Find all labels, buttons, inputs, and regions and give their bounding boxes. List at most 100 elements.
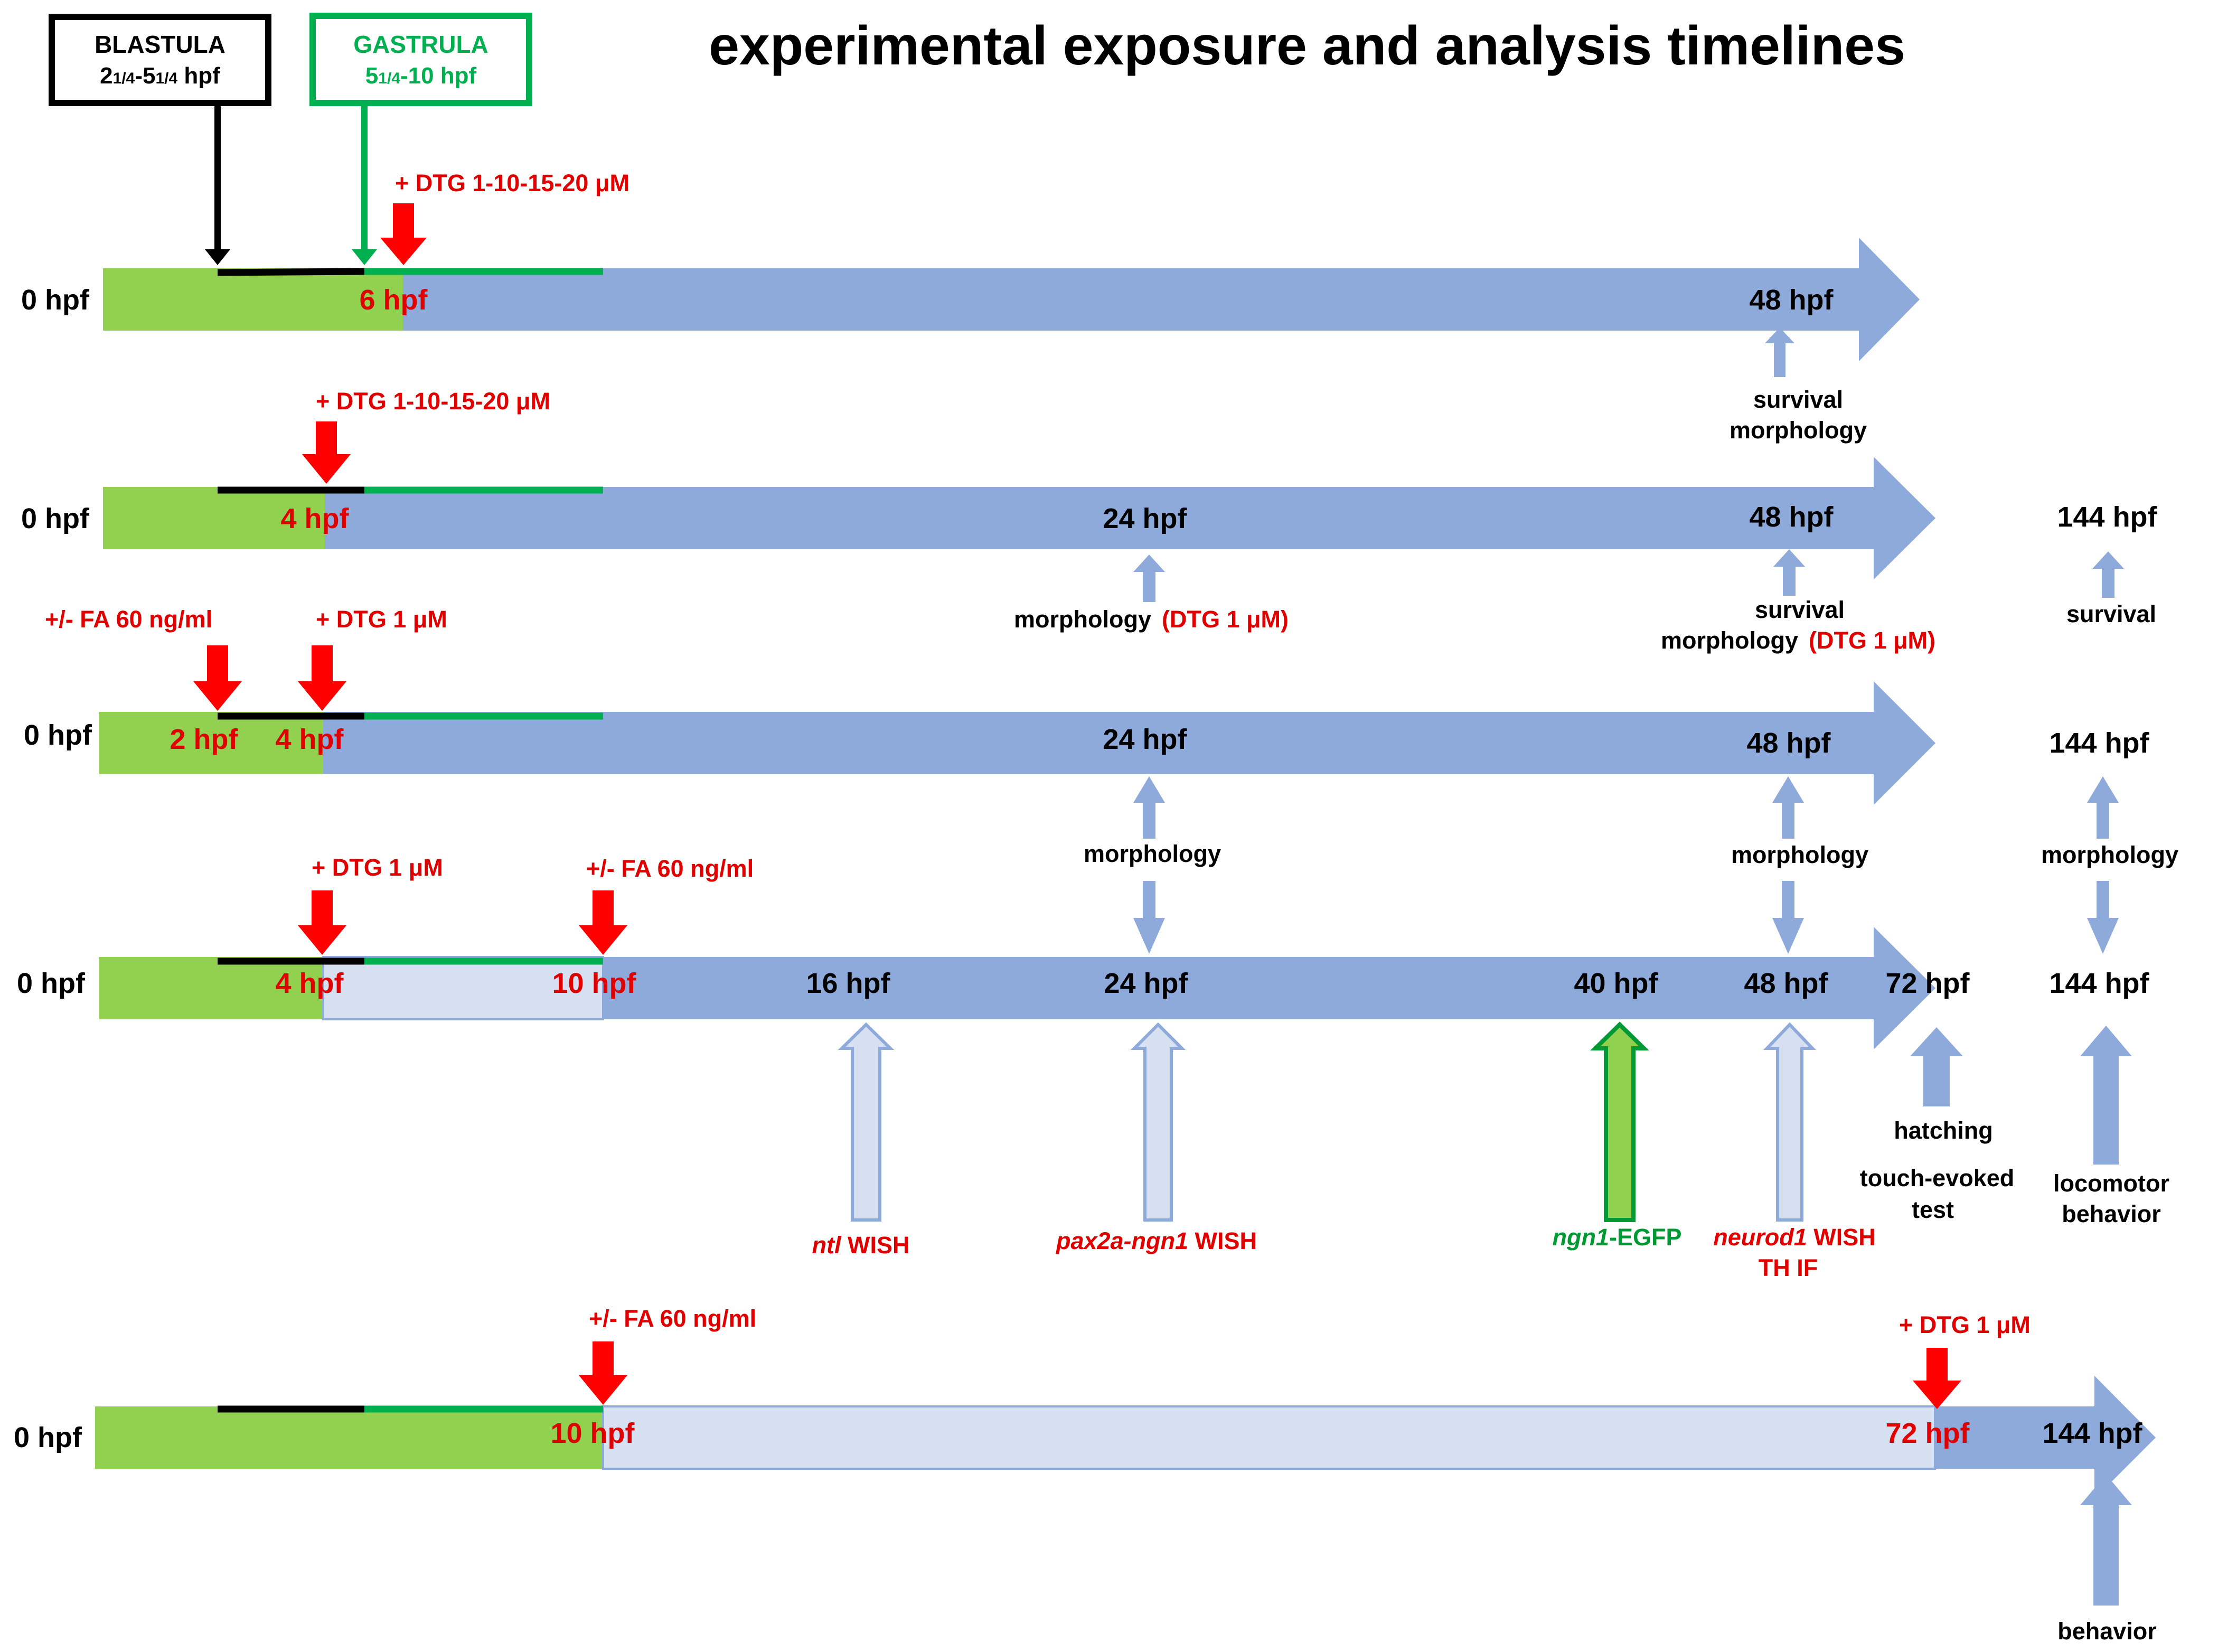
timeline-1: 0 hpf 6 hpf 48 hpf + DTG 1-10-15-20 μM s… <box>21 170 1920 444</box>
timeline-2-up-arrow-24 <box>1133 555 1165 602</box>
timeline-3-label-2hpf: 2 hpf <box>170 724 239 755</box>
timeline-1-annotation-line1: survival <box>1753 386 1843 413</box>
timeline-5-up-arrow-144 <box>2080 1475 2132 1606</box>
timeline-4-up-arrow-144 <box>2080 1026 2132 1165</box>
timeline-3-start: 0 hpf <box>24 719 92 751</box>
timeline-5-red-arrow-fa <box>579 1341 627 1405</box>
diagram-title: experimental exposure and analysis timel… <box>709 15 1905 77</box>
timeline-4-annotation-touch-evoked: touch-evoked <box>1860 1165 2015 1191</box>
timeline-2-up-arrow-48 <box>1773 549 1805 596</box>
timeline-2-annotation-24: morphology(DTG 1 μM) <box>1014 606 1289 633</box>
timeline-3-up-arrow-24 <box>1133 776 1165 839</box>
timeline-1-start: 0 hpf <box>21 284 90 316</box>
timeline-1-green-segment <box>103 268 403 331</box>
timeline-3-up-arrow-48 <box>1772 776 1804 839</box>
timeline-4-annotation-hatching: hatching <box>1894 1117 1993 1144</box>
timeline-4-annotation-th-if: TH IF <box>1759 1254 1818 1281</box>
timeline-1-up-arrow-48b <box>1765 327 1794 377</box>
timeline-2-annotation-144: survival <box>2066 600 2156 627</box>
timeline-3-label-24hpf: 24 hpf <box>1103 724 1187 755</box>
timeline-4-arrow <box>603 927 1935 1049</box>
timeline-3-treatment-dtg: + DTG 1 μM <box>316 606 447 633</box>
timeline-3-treatment-fa: +/- FA 60 ng/ml <box>45 606 212 633</box>
timeline-3-annotation-24: morphology <box>1084 840 1221 867</box>
timeline-2-annotation-48-line1: survival <box>1755 596 1845 623</box>
timeline-5-pale-segment <box>602 1405 1936 1470</box>
timeline-3-green-segment <box>99 712 323 774</box>
timeline-5-treatment-dtg: + DTG 1 μM <box>1899 1311 2031 1338</box>
timeline-4-pale-segment <box>322 956 604 1020</box>
timeline-3-red-arrow-dtg <box>298 645 346 711</box>
blastula-range: 21/4-51/4 hpf <box>100 63 220 89</box>
timeline-2-start: 0 hpf <box>21 503 90 534</box>
gastrula-box: GASTRULA 51/4-10 hpf <box>309 13 532 106</box>
timeline-4-label-24hpf: 24 hpf <box>1104 968 1188 999</box>
timeline-2: 0 hpf 4 hpf 24 hpf 48 hpf 144 hpf + DTG … <box>21 388 2158 654</box>
timeline-5-green-segment <box>95 1406 603 1469</box>
timeline-5-arrow <box>1935 1376 2156 1499</box>
blastula-pointer-head <box>205 249 230 265</box>
blastula-bar <box>217 268 365 276</box>
timeline-3-red-arrow-fa <box>193 645 242 711</box>
timeline-3: 0 hpf 2 hpf 4 hpf 24 hpf 48 hpf 144 hpf … <box>24 606 2178 954</box>
timeline-2-annotation-48-line2: morphology(DTG 1 μM) <box>1661 627 1935 654</box>
timeline-1-arrow <box>403 238 1920 361</box>
timeline-4-label-10hpf: 10 hpf <box>552 968 636 999</box>
timeline-3-label-48hpf: 48 hpf <box>1746 727 1831 759</box>
timeline-3-label-4hpf: 4 hpf <box>276 724 344 755</box>
timeline-4-wish-arrow-16 <box>838 1022 895 1222</box>
timeline-5-treatment-fa: +/- FA 60 ng/ml <box>589 1305 756 1332</box>
timeline-4-red-arrow-dtg <box>298 890 346 955</box>
timeline-2-label-4hpf: 4 hpf <box>281 503 350 534</box>
timeline-3-down-arrow-48 <box>1772 881 1804 954</box>
gastrula-label: GASTRULA <box>353 31 488 58</box>
timeline-2-label-144hpf: 144 hpf <box>2057 501 2157 533</box>
timeline-4-wish-arrow-48 <box>1763 1022 1817 1222</box>
timeline-4-treatment-dtg: + DTG 1 μM <box>312 854 443 881</box>
gastrula-pointer-head <box>352 249 377 265</box>
timeline-1-treatment-dtg: + DTG 1-10-15-20 μM <box>395 170 629 196</box>
timeline-3-down-arrow-24 <box>1133 881 1165 954</box>
timeline-4-label-40hpf: 40 hpf <box>1574 968 1658 999</box>
timeline-2-treatment-dtg: + DTG 1-10-15-20 μM <box>316 388 550 415</box>
timeline-1-label-6hpf: 6 hpf <box>360 284 428 316</box>
timeline-2-arrow <box>325 457 1935 579</box>
timeline-2-green-segment <box>103 487 325 549</box>
timeline-4-red-arrow-fa <box>579 890 627 955</box>
timeline-4-annotation-neurod1: neurod1 WISH <box>1713 1224 1876 1251</box>
timeline-4-label-144hpf: 144 hpf <box>2049 968 2149 999</box>
timeline-3-label-144hpf: 144 hpf <box>2049 727 2149 759</box>
blastula-label: BLASTULA <box>95 31 225 58</box>
timeline-4-up-arrow-72 <box>1910 1027 1963 1106</box>
timeline-5-red-arrow-dtg <box>1913 1348 1961 1409</box>
timeline-1-label-48hpf: 48 hpf <box>1749 284 1834 316</box>
timeline-2-red-arrow <box>302 421 351 484</box>
timeline-4-label-16hpf: 16 hpf <box>806 968 890 999</box>
timeline-5-annotation-behavior: behavior <box>2057 1618 2157 1645</box>
timeline-3-arrow <box>323 681 1935 805</box>
timeline-4-start: 0 hpf <box>17 968 86 999</box>
timeline-4-egfp-arrow-40 <box>1590 1021 1649 1222</box>
timeline-3-down-arrow-144 <box>2087 881 2119 954</box>
timeline-4-label-48hpf: 48 hpf <box>1744 968 1828 999</box>
timeline-5: 0 hpf 10 hpf 72 hpf 144 hpf +/- FA 60 ng… <box>14 1305 2157 1645</box>
timeline-3-up-arrow-144 <box>2087 776 2119 839</box>
timeline-4-annotation-test: test <box>1912 1196 1954 1223</box>
timeline-2-up-arrow-144 <box>2092 551 2124 598</box>
timeline-5-label-72hpf: 72 hpf <box>1885 1418 1970 1449</box>
timeline-3-annotation-144: morphology <box>2041 841 2178 868</box>
timeline-4-treatment-fa: +/- FA 60 ng/ml <box>586 855 754 882</box>
gastrula-range: 51/4-10 hpf <box>365 63 477 89</box>
timeline-5-label-10hpf: 10 hpf <box>550 1418 635 1449</box>
timeline-4-annotation-pax2a: pax2a-ngn1 WISH <box>1056 1227 1257 1254</box>
timeline-4-green-segment <box>99 957 323 1019</box>
timeline-4-annotation-locomotor: locomotor <box>2053 1170 2169 1197</box>
timeline-5-start: 0 hpf <box>14 1422 82 1453</box>
timeline-3-annotation-48: morphology <box>1731 841 1868 868</box>
timeline-4: 0 hpf 4 hpf 10 hpf 16 hpf 24 hpf 40 hpf … <box>17 854 2169 1281</box>
timeline-4-annotation-ngn1: ngn1-EGFP <box>1552 1224 1681 1251</box>
timeline-4-annotation-ntl: ntl WISH <box>812 1232 910 1259</box>
timeline-4-label-72hpf: 72 hpf <box>1885 968 1970 999</box>
timeline-2-label-24hpf: 24 hpf <box>1103 503 1187 534</box>
